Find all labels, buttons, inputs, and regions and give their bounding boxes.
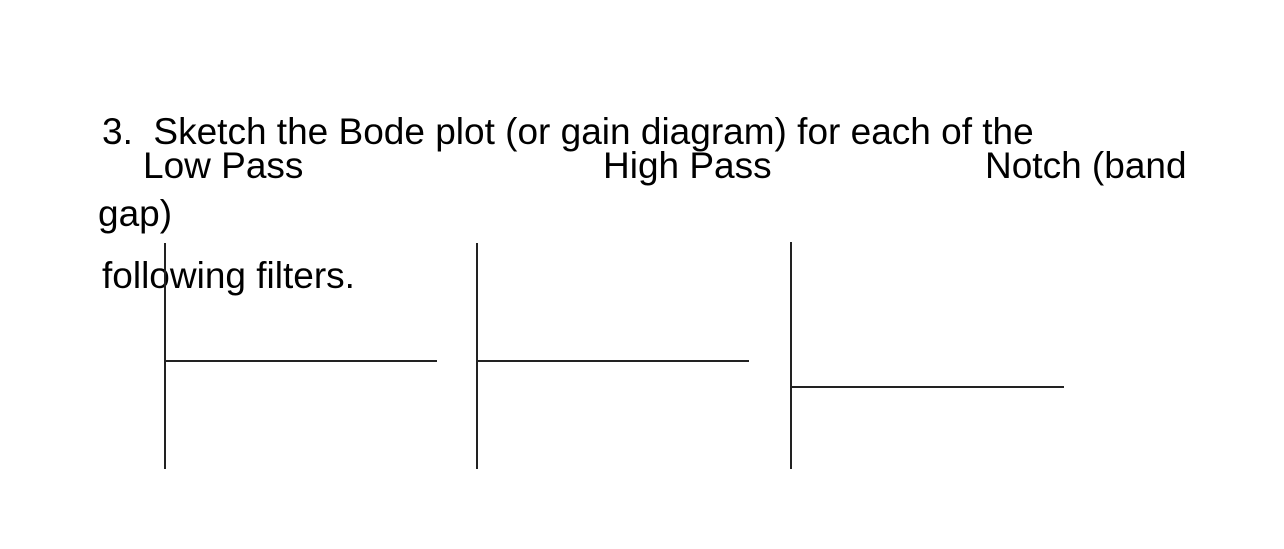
notch-axes-sketch <box>790 242 1066 469</box>
low-pass-axes-sketch <box>164 243 439 469</box>
label-high-pass: High Pass <box>603 145 772 186</box>
high-pass-axes-sketch <box>476 243 751 469</box>
question-text: 3. Sketch the Bode plot (or gain diagram… <box>102 12 1034 396</box>
notch-x-axis-line <box>790 386 1064 388</box>
question-line-2: following filters. <box>102 255 355 296</box>
high-pass-y-axis-line <box>476 243 478 469</box>
question-line-1: 3. Sketch the Bode plot (or gain diagram… <box>102 111 1034 152</box>
label-low-pass: Low Pass <box>143 145 304 186</box>
high-pass-x-axis-line <box>476 360 749 362</box>
label-notch-band-line-1: Notch (band <box>985 145 1187 186</box>
notch-y-axis-line <box>790 242 792 469</box>
low-pass-y-axis-line <box>164 243 166 469</box>
label-notch-band-line-2: gap) <box>98 193 173 234</box>
low-pass-x-axis-line <box>164 360 437 362</box>
